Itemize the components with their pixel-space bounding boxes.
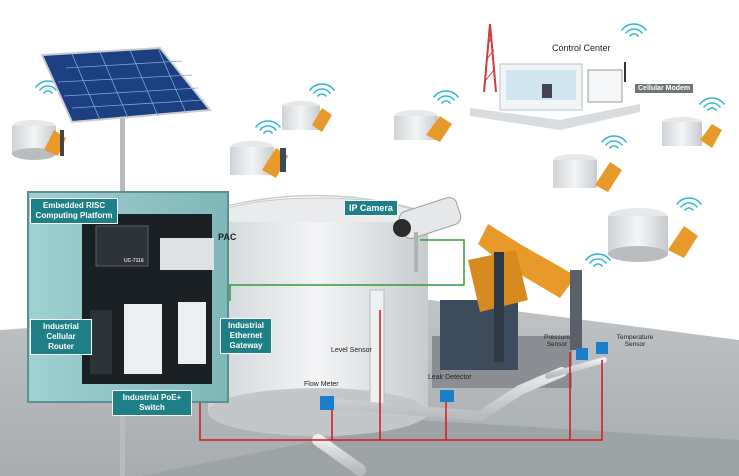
cellular-modem-label: Cellular Modem [635,84,694,93]
wifi-icon-2 [255,120,281,134]
ground-foreground [140,420,739,476]
ip-camera [393,196,462,272]
wifi-icon-3 [309,83,335,97]
control-enclosure [27,191,229,403]
ip-camera-label: IP Camera [344,200,398,216]
pressure-sensor-label: Pressure Sensor [543,334,570,348]
comm-tower [483,23,497,93]
leak-detector-device [440,390,454,402]
leak-detector-label: Leak Detector [428,374,472,381]
wifi-icon-4 [433,90,459,104]
main-storage-tank [207,194,429,436]
wifi-icon-5 [601,135,627,149]
remote-site-1 [12,120,66,160]
risc-platform-label: Embedded RISC Computing Platform [30,198,118,224]
flow-meter-label: Flow Meter [304,381,339,388]
pressure-sensor-device [576,348,588,360]
cellular-router-label: Industrial Cellular Router [30,319,92,355]
remote-site-3 [282,101,332,132]
temperature-sensor-device [596,342,608,354]
remote-site-2 [230,141,288,178]
level-sensor-label: Level Sensor [331,347,372,354]
wifi-icon-8 [585,253,611,267]
remote-site-5 [553,154,622,192]
flow-meter-device [320,396,334,410]
control-center-building [470,62,640,130]
ethernet-gateway-label: Industrial Ethernet Gateway [220,318,272,354]
wifi-icon-9 [621,23,647,37]
pac-label: PAC [218,232,237,242]
sensors [320,342,608,410]
wire-red [199,310,603,441]
wifi-icon-7 [676,197,702,211]
temperature-sensor-label: Temperature Sensor [616,334,654,348]
remote-site-4 [394,110,452,142]
pumpjack [432,224,582,388]
remote-site-6 [662,117,722,148]
pipes [312,357,607,476]
device-model-label: UC-7116 [124,258,144,264]
wifi-icon-6 [699,97,725,111]
control-center-label: Control Center [552,43,611,53]
poe-switch-label: Industrial PoE+ Switch [112,390,192,416]
remote-site-7 [608,208,698,262]
